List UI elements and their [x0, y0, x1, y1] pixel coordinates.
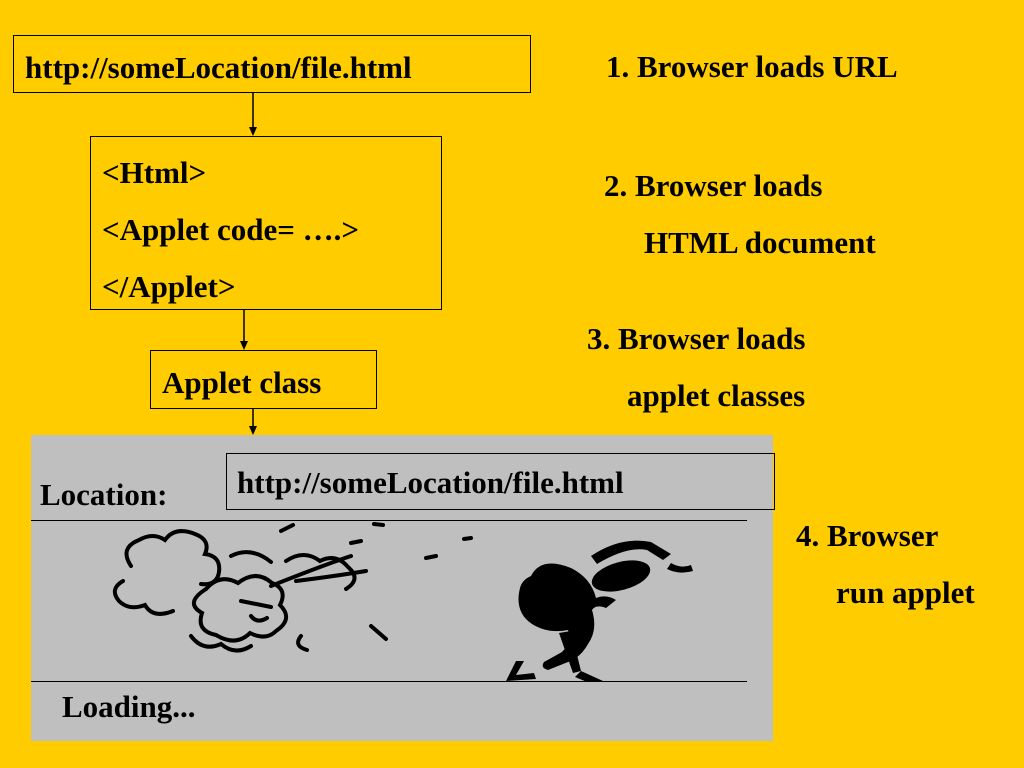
step-3: 3. Browser loads applet classes	[587, 310, 805, 424]
step-2-line2: HTML document	[644, 225, 876, 260]
step-1-text: 1. Browser loads URL	[606, 49, 898, 84]
browser-bottom-divider	[31, 681, 747, 682]
location-field-text: http://someLocation/file.html	[237, 465, 624, 500]
step-4-line1: 4. Browser	[796, 518, 939, 553]
step-2-line1: 2. Browser loads	[604, 168, 823, 203]
step-3-line1: 3. Browser loads	[587, 321, 806, 356]
browser-top-divider	[31, 520, 747, 521]
applet-class-box: Applet class	[150, 350, 377, 409]
html-line-applet: <Applet code= ….>	[102, 212, 360, 247]
url-box: http://someLocation/file.html	[13, 35, 531, 93]
loading-clipart	[112, 522, 693, 681]
step-3-line2: applet classes	[627, 378, 806, 413]
motion-lines-icon	[279, 522, 473, 641]
step-1: 1. Browser loads URL	[606, 38, 898, 95]
running-figure-icon	[506, 540, 693, 681]
html-document-box: <Html> <Applet code= ….> </Applet>	[90, 136, 442, 310]
step-4-line2: run applet	[836, 575, 975, 610]
applet-class-text: Applet class	[162, 365, 322, 400]
browser-window: Location: http://someLocation/file.html	[31, 435, 775, 741]
cloud-swirl-icon	[112, 529, 368, 653]
html-line-open: <Html>	[102, 155, 207, 190]
location-field: http://someLocation/file.html	[226, 453, 775, 510]
html-line-close: </Applet>	[102, 269, 236, 304]
status-loading-text: Loading...	[62, 689, 196, 724]
url-box-text: http://someLocation/file.html	[25, 50, 412, 85]
step-2: 2. Browser loads HTML document	[604, 157, 876, 271]
step-4: 4. Browser run applet	[796, 507, 975, 621]
location-label: Location:	[40, 477, 168, 512]
